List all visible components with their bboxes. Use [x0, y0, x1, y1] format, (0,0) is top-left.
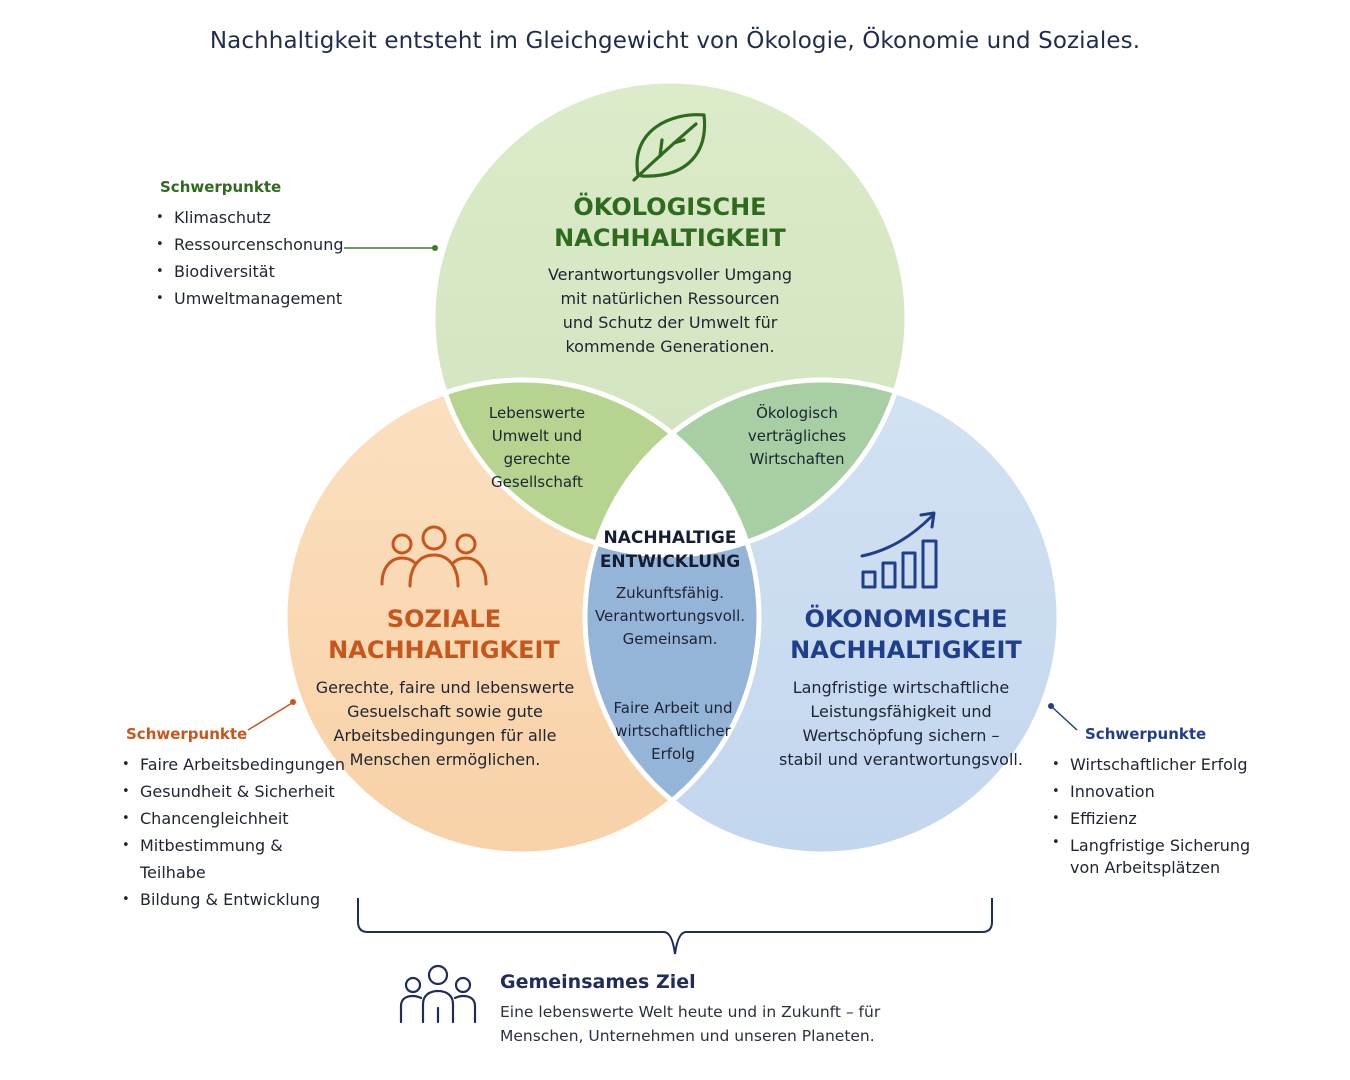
social-description: Gerechte, faire und lebenswerte Gesuelsc… — [315, 678, 575, 769]
overlap-eco-economy-text: Ökologisch verträgliches Wirtschaften — [747, 404, 847, 468]
economy-description: Langfristige wirtschaftliche Leistungsfä… — [779, 678, 1023, 769]
ecology-focus: Schwerpunkte Klimaschutz Ressourcenschon… — [156, 178, 356, 312]
list-item: Wirtschaftlicher Erfolg — [1052, 751, 1262, 778]
overlap-social-economy-text: Faire Arbeit und wirtschaftlicher Erfolg — [613, 699, 733, 763]
list-item: Ressourcenschonung — [156, 231, 356, 258]
economy-focus-heading: Schwerpunkte — [1085, 725, 1207, 743]
bottom-brace — [357, 898, 993, 955]
social-focus: Schwerpunkte Faire Arbeitsbedingungen Ge… — [122, 725, 352, 913]
list-item: Chancengleichheit — [122, 805, 352, 832]
social-title: SOZIALE NACHHALTIGKEIT — [328, 605, 560, 664]
list-item: Effizienz — [1052, 805, 1262, 832]
ecology-description: Verantwortungsvoller Umgang mit natürlic… — [547, 265, 793, 356]
community-icon — [399, 964, 477, 1024]
connector-ecology — [344, 245, 438, 251]
goal-text: Eine lebenswerte Welt heute und in Zukun… — [500, 1003, 881, 1045]
page-title: Nachhaltigkeit entsteht im Gleichgewicht… — [209, 28, 1141, 54]
goal-heading: Gemeinsames Ziel — [500, 971, 696, 993]
center-text: Zukunftsfähig. Verantwortungsvoll. Gemei… — [594, 584, 746, 648]
growth-chart-icon — [860, 511, 938, 589]
leaf-icon — [632, 113, 707, 182]
list-item: Mitbestimmung & Teilhabe — [122, 832, 352, 886]
connector-social — [247, 699, 296, 731]
list-item: Klimaschutz — [156, 204, 356, 231]
connector-economy — [1048, 703, 1078, 731]
economy-title: ÖKONOMISCHE NACHHALTIGKEIT — [790, 605, 1022, 664]
list-item: Gesundheit & Sicherheit — [122, 778, 352, 805]
list-item: Faire Arbeitsbedingungen — [122, 751, 352, 778]
list-item: Biodiversität — [156, 258, 356, 285]
ecology-focus-heading: Schwerpunkte — [160, 178, 282, 196]
list-item: Langfristige Sicherung von Arbeitsplätze… — [1052, 832, 1262, 879]
social-focus-heading: Schwerpunkte — [126, 725, 248, 743]
list-item: Umweltmanagement — [156, 285, 356, 312]
overlap-eco-social-text: Lebenswerte Umwelt und gerechte Gesellsc… — [488, 404, 586, 491]
economy-focus: Schwerpunkte Wirtschaftlicher Erfolg Inn… — [1052, 725, 1262, 879]
ecology-title: ÖKOLOGISCHE NACHHALTIGKEIT — [554, 193, 786, 252]
list-item: Innovation — [1052, 778, 1262, 805]
center-region — [585, 380, 759, 555]
people-group-icon — [380, 525, 488, 588]
center-title: NACHHALTIGE ENTWICKLUNG — [599, 528, 741, 572]
list-item: Bildung & Entwicklung — [122, 886, 352, 913]
